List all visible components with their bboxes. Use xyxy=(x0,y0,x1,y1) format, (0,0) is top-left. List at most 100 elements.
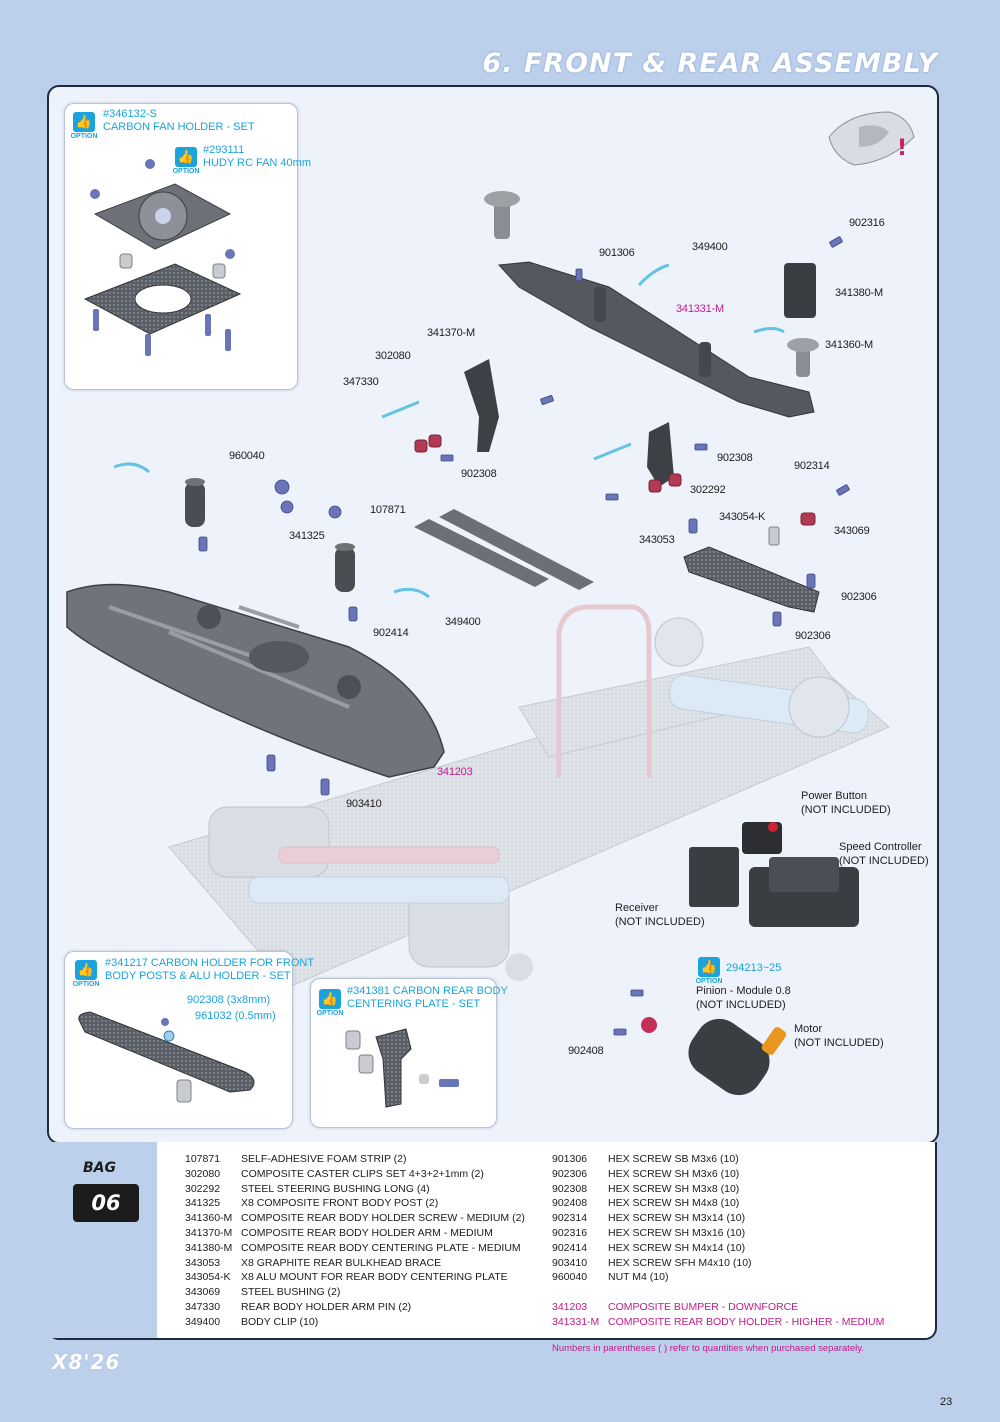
part-label-347330: 347330 xyxy=(343,376,379,388)
car-thumbnail: ! xyxy=(828,111,915,166)
part-label-343069: 343069 xyxy=(834,525,870,537)
part-label-349400-mid: 349400 xyxy=(445,616,481,628)
front-holder-screw-label: 902308 (3x8mm) xyxy=(187,994,271,1006)
pinion-option-badge: 👍 OPTION xyxy=(695,957,723,985)
part-label-341203: 341203 xyxy=(437,766,473,778)
receiver-note: Receiver(NOT INCLUDED) xyxy=(615,902,705,928)
electronics xyxy=(641,822,859,1096)
front-body-posts xyxy=(185,478,355,592)
alu-mount xyxy=(768,526,780,546)
fan-holder-title: #346132-S CARBON FAN HOLDER - SET xyxy=(103,108,255,133)
exploded-view-drawing: ! xyxy=(66,111,915,1096)
bag-label: BAG xyxy=(83,1160,116,1176)
part-label-343054-k: 343054-K xyxy=(719,511,766,523)
bulkhead-brace xyxy=(683,546,820,613)
front-holder-shim-label: 961032 (0.5mm) xyxy=(195,1010,276,1022)
speed-controller-note: Speed Controller(NOT INCLUDED) xyxy=(839,841,929,867)
motor-note: Motor(NOT INCLUDED) xyxy=(794,1023,884,1049)
bag-number: 06 xyxy=(73,1184,139,1222)
part-label-341331-m: 341331-M xyxy=(676,303,724,315)
part-label-341325: 341325 xyxy=(289,530,325,542)
part-label-960040: 960040 xyxy=(229,450,265,462)
part-label-341370-m: 341370-M xyxy=(427,327,475,339)
part-label-902314: 902314 xyxy=(794,460,830,472)
option-box-fan-holder: 👍 OPTION #346132-S CARBON FAN HOLDER - S… xyxy=(64,103,311,390)
thumbs-up-icon: 👍 xyxy=(73,112,95,132)
front-holder-drawing xyxy=(78,1011,255,1103)
fan-option-badge: 👍 OPTION xyxy=(172,147,200,175)
front-holder-option-badge: 👍 OPTION xyxy=(72,960,100,988)
part-label-903410: 903410 xyxy=(346,798,382,810)
part-label-902306-upper: 902306 xyxy=(841,591,877,603)
thumbs-up-icon: 👍 xyxy=(319,989,341,1009)
brand-logo: X8'26 xyxy=(52,1350,121,1374)
option-box-rear-centering: 👍 OPTION #341381 CARBON REAR BODY CENTER… xyxy=(310,978,508,1128)
part-label-901306: 901306 xyxy=(599,247,635,259)
chassis-ghost xyxy=(168,604,890,988)
pinion-note: Pinion - Module 0.8(NOT INCLUDED) xyxy=(696,985,791,1011)
fan-holder-drawing xyxy=(83,159,242,356)
part-label-302080: 302080 xyxy=(375,350,411,362)
part-label-107871: 107871 xyxy=(370,504,406,516)
part-label-341380-m: 341380-M xyxy=(835,287,883,299)
rear-centering-plate xyxy=(784,263,816,318)
part-label-902316: 902316 xyxy=(849,217,885,229)
fan-holder-option-badge: 👍 OPTION xyxy=(70,112,98,140)
rear-centering-title: #341381 CARBON REAR BODY CENTERING PLATE… xyxy=(347,985,508,1010)
pins-and-clips xyxy=(113,263,785,599)
rear-body-holder-arms xyxy=(464,359,674,487)
part-label-902414: 902414 xyxy=(373,627,409,639)
part-label-302292: 302292 xyxy=(690,484,726,496)
part-label-343053: 343053 xyxy=(639,534,675,546)
thumbs-up-icon: 👍 xyxy=(75,960,97,980)
screws xyxy=(198,236,850,1036)
assembly-diagram-panel: ! 902316 901306 349400 341331-M 341380-M… xyxy=(47,85,939,1144)
front-bumper-drawing xyxy=(66,583,445,778)
part-label-341360-m: 341360-M xyxy=(825,339,873,351)
part-label-349400-top: 349400 xyxy=(692,241,728,253)
rear-centering-option-badge: 👍 OPTION xyxy=(316,989,344,1017)
svg-text:!: ! xyxy=(897,136,907,161)
power-button-note: Power Button(NOT INCLUDED) xyxy=(801,790,891,816)
bag-indicator: BAG 06 xyxy=(47,1142,157,1338)
part-label-902308-left: 902308 xyxy=(461,468,497,480)
foam-strips xyxy=(414,509,594,590)
bushings xyxy=(414,434,816,526)
fan-title: #293111 HUDY RC FAN 40mm xyxy=(203,144,311,169)
rear-centering-drawing xyxy=(345,1028,459,1108)
front-holder-title: #341217 CARBON HOLDER FOR FRONT BODY POS… xyxy=(105,957,315,982)
part-label-902306-lower: 902306 xyxy=(795,630,831,642)
part-label-902408: 902408 xyxy=(568,1045,604,1057)
option-box-front-holder: 👍 OPTION #341217 CARBON HOLDER FOR FRONT… xyxy=(64,951,314,1129)
thumbs-up-icon: 👍 xyxy=(175,147,197,167)
page-number: 23 xyxy=(940,1396,953,1408)
rear-body-holder xyxy=(484,191,819,418)
pinion-option-title: 294213~25 xyxy=(726,962,782,974)
part-label-902308-right: 902308 xyxy=(717,452,753,464)
